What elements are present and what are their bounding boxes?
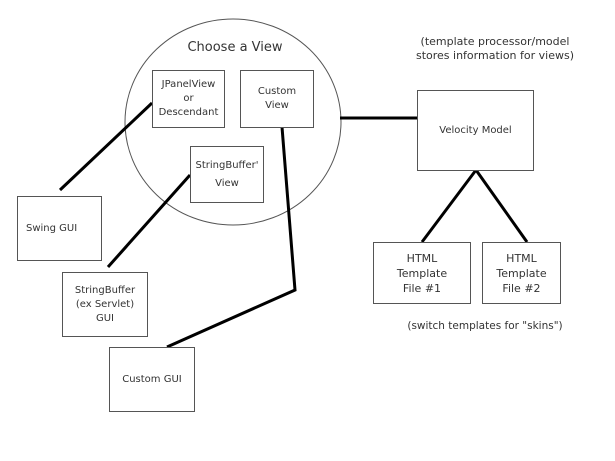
node-html-template-2-label: HTML Template File #2 bbox=[496, 251, 547, 295]
edge-custom-gui-to-custom-view bbox=[166, 126, 297, 349]
edge-velocity-model-to-template-1 bbox=[420, 169, 478, 243]
node-jpanel-view-label: JPanelView or Descendant bbox=[158, 79, 219, 118]
node-stringbuffer-gui-label: StringBuffer (ex Servlet) GUI bbox=[74, 284, 136, 324]
node-stringbuffer-view: StringBuffer' View bbox=[190, 146, 264, 203]
node-custom-view: Custom View bbox=[240, 70, 314, 128]
node-custom-gui-label: Custom GUI bbox=[122, 373, 182, 385]
node-swing-gui: Swing GUI bbox=[17, 196, 102, 261]
node-jpanel-view: JPanelView or Descendant bbox=[152, 70, 225, 128]
node-html-template-1-label: HTML Template File #1 bbox=[396, 251, 448, 295]
node-swing-gui-label: Swing GUI bbox=[26, 222, 78, 234]
node-stringbuffer-gui: StringBuffer (ex Servlet) GUI bbox=[62, 272, 148, 337]
node-velocity-model-label: Velocity Model bbox=[439, 124, 512, 136]
node-stringbuffer-view-label: StringBuffer' View bbox=[195, 159, 259, 189]
node-html-template-2: HTML Template File #2 bbox=[482, 242, 561, 304]
skins-note: (switch templates for "skins") bbox=[407, 320, 563, 332]
edge-stringbuffer-gui-to-stringbuffer-view bbox=[106, 174, 192, 268]
edge-velocity-model-to-template-2 bbox=[474, 169, 529, 243]
choose-view-circle bbox=[124, 18, 342, 226]
edge-swing-gui-to-jpanel-view bbox=[58, 101, 154, 192]
node-html-template-1: HTML Template File #1 bbox=[373, 242, 471, 304]
choose-view-title: Choose a View bbox=[187, 40, 283, 55]
node-custom-view-label: Custom View bbox=[257, 86, 297, 111]
node-velocity-model: Velocity Model bbox=[417, 90, 534, 171]
node-custom-gui: Custom GUI bbox=[109, 347, 195, 412]
model-note: (template processor/model stores informa… bbox=[415, 35, 574, 62]
